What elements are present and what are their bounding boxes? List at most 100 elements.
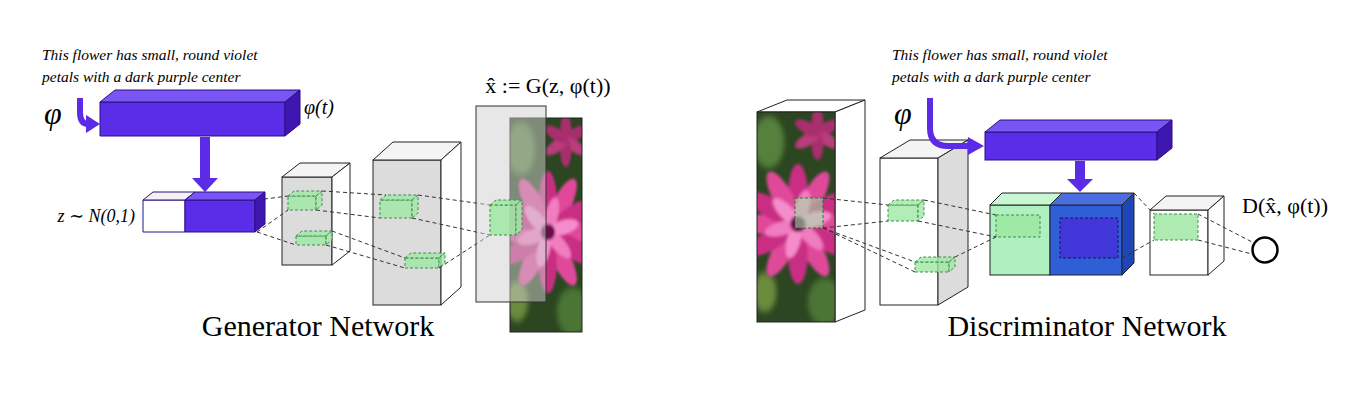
replicate-arrow bbox=[1067, 161, 1093, 192]
kernel-block bbox=[296, 231, 332, 245]
kernel-block bbox=[996, 215, 1040, 237]
dashed-line bbox=[257, 232, 296, 245]
block-side bbox=[1122, 193, 1134, 275]
phi-symbol: φ bbox=[44, 94, 62, 132]
text-description-box: This flower has small, round violet peta… bbox=[42, 44, 297, 88]
bar-front bbox=[100, 102, 285, 136]
kernel-block bbox=[490, 200, 522, 235]
generated-image-shape bbox=[476, 106, 582, 332]
dashed-line bbox=[326, 245, 405, 268]
box-side bbox=[1208, 196, 1224, 275]
projection-lines bbox=[823, 193, 1254, 272]
block-front bbox=[405, 258, 439, 268]
latent-vector-shape bbox=[143, 192, 265, 232]
dashed-line bbox=[1122, 240, 1154, 258]
generated-image: x̂ := G(z, φ(t)) bbox=[476, 106, 582, 332]
block-front bbox=[288, 196, 316, 210]
output-plane bbox=[476, 106, 546, 302]
phi-arrow bbox=[930, 98, 984, 155]
image-features bbox=[990, 205, 1050, 275]
text-embedding: φ(t) bbox=[100, 90, 300, 136]
bar-side bbox=[285, 90, 300, 136]
block-side bbox=[412, 195, 418, 218]
bar-front bbox=[985, 132, 1157, 160]
dashed-line bbox=[1198, 214, 1254, 243]
node-label: x̂ := G(z, φ(t)) bbox=[485, 73, 610, 98]
panel-title-box: Generator Network bbox=[202, 308, 434, 344]
block-side bbox=[326, 231, 332, 245]
latent-vector: z ∼ N(0,1) bbox=[143, 192, 265, 232]
image-side bbox=[835, 100, 865, 322]
arrow-shaft bbox=[1075, 161, 1085, 180]
kernel-block bbox=[405, 253, 445, 268]
kernel-block bbox=[288, 191, 322, 210]
text-features bbox=[1050, 205, 1122, 275]
block-top bbox=[1050, 193, 1134, 205]
text-description: This flower has small, round violet peta… bbox=[892, 44, 1147, 88]
block-front bbox=[915, 262, 949, 272]
dashed-line bbox=[1134, 193, 1154, 214]
dashed-line bbox=[955, 237, 996, 257]
score-output-shape bbox=[1251, 236, 1279, 264]
block-top bbox=[915, 257, 955, 262]
kernel-block bbox=[795, 198, 823, 228]
phi-arrow-head bbox=[968, 137, 984, 155]
phi-symbol-box: φ bbox=[44, 94, 62, 132]
dashed-line bbox=[322, 191, 386, 195]
arrow-head bbox=[1067, 179, 1093, 192]
phi-symbol: φ bbox=[894, 94, 912, 132]
embedding-bar bbox=[985, 120, 1172, 160]
embedding-part bbox=[185, 200, 255, 232]
panel-title-box: Discriminator Network bbox=[947, 308, 1226, 344]
flower-photo bbox=[739, 108, 856, 326]
box-side bbox=[938, 140, 968, 305]
feature-map bbox=[282, 163, 350, 265]
bar-side bbox=[1157, 120, 1172, 160]
text-description-box: This flower has small, round violet peta… bbox=[892, 44, 1147, 88]
score-output: D(x̂, φ(t)) bbox=[1251, 236, 1279, 264]
feature-map bbox=[1150, 196, 1224, 275]
noise-part bbox=[143, 200, 185, 232]
box-front bbox=[1150, 210, 1208, 275]
vector-side bbox=[255, 192, 265, 232]
dashed-line bbox=[316, 210, 380, 218]
block-top bbox=[405, 253, 445, 258]
panel-title: Discriminator Network bbox=[947, 308, 1226, 344]
node-label: φ(t) bbox=[304, 96, 334, 119]
phi-arrow-shaft bbox=[930, 98, 970, 146]
box-front bbox=[282, 177, 332, 265]
block-side bbox=[949, 257, 955, 272]
projection-lines bbox=[257, 191, 490, 268]
panel-title: Generator Network bbox=[202, 308, 434, 344]
feature-map bbox=[373, 142, 461, 305]
input-image bbox=[739, 100, 865, 326]
dashed-line bbox=[823, 228, 915, 262]
kernel-block bbox=[888, 200, 924, 221]
dashed-line bbox=[1198, 240, 1252, 254]
text-embedding-shape bbox=[100, 90, 300, 136]
concat-block bbox=[990, 193, 1134, 275]
block-front bbox=[490, 205, 516, 235]
dashed-line bbox=[823, 221, 888, 228]
block-front bbox=[296, 236, 326, 245]
dashed-line bbox=[332, 231, 405, 258]
phi-arrow bbox=[80, 98, 100, 133]
bar-top bbox=[100, 90, 300, 102]
box-front bbox=[373, 160, 441, 305]
dashed-line bbox=[823, 198, 888, 205]
box-side bbox=[441, 142, 461, 305]
dashed-line bbox=[823, 228, 915, 272]
phi-symbol-box: φ bbox=[894, 94, 912, 132]
block-side bbox=[316, 191, 322, 210]
block-front bbox=[380, 200, 412, 218]
block-front bbox=[888, 205, 918, 221]
kernel-block bbox=[1060, 218, 1118, 258]
kernel-block bbox=[915, 257, 955, 272]
vector-top bbox=[185, 192, 265, 200]
block-side bbox=[516, 200, 522, 235]
bar-top bbox=[985, 120, 1172, 132]
block-side bbox=[918, 200, 924, 221]
dashed-line bbox=[918, 221, 996, 237]
phi-arrow-head bbox=[86, 115, 100, 133]
